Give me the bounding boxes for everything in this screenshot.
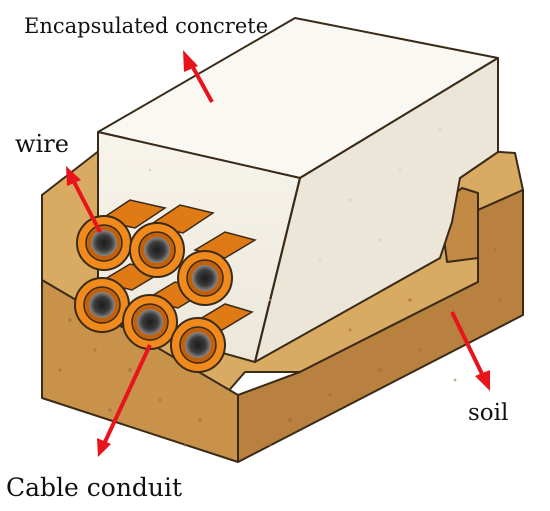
arrow-icon <box>66 166 102 233</box>
concrete-texture <box>148 128 442 301</box>
soil-side-face <box>237 189 524 463</box>
conduit-3 <box>177 250 233 306</box>
arrow-icon <box>183 50 214 103</box>
arrow-icon <box>97 344 152 457</box>
conduit-1 <box>76 215 132 271</box>
conduit-6 <box>170 317 226 373</box>
label-cable-conduit: Cable conduit <box>6 473 183 502</box>
annotation-arrows <box>66 50 490 457</box>
arrow-icon <box>450 311 490 391</box>
conduit-4 <box>74 277 130 333</box>
cable-conduits <box>74 199 257 373</box>
label-wire: wire <box>15 130 69 158</box>
concrete-side-face <box>254 57 499 363</box>
conduit-2 <box>129 222 185 278</box>
label-encapsulated-concrete: Encapsulated concrete <box>24 14 269 38</box>
conduit-5 <box>122 294 178 350</box>
label-soil: soil <box>468 400 509 426</box>
